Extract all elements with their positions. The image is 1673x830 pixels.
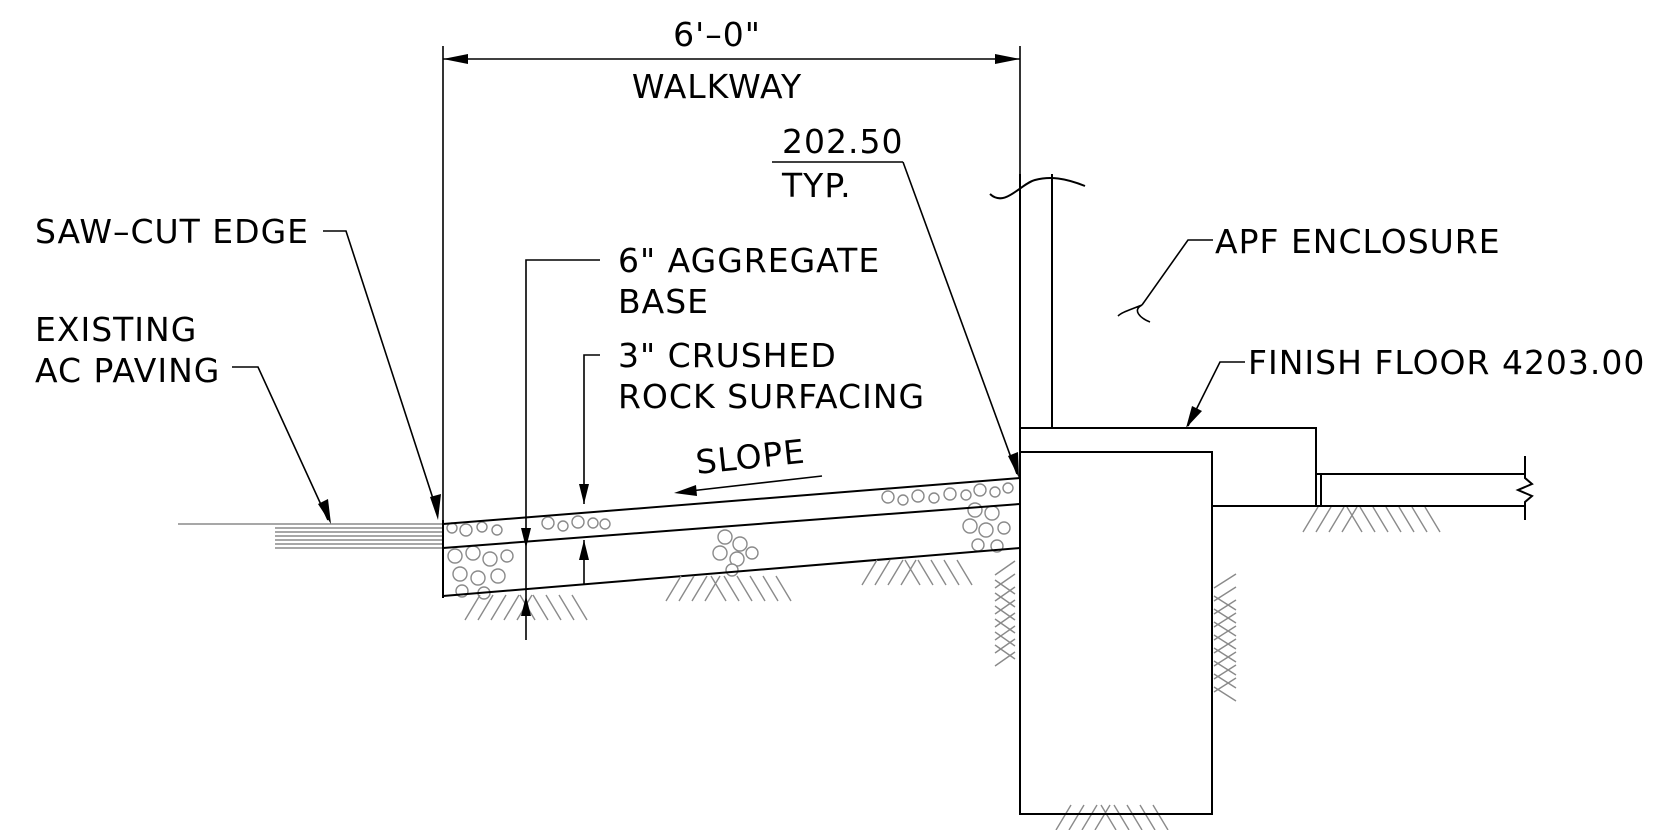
walkway-section: [442, 477, 1021, 600]
existing-ac-paving: [178, 523, 443, 549]
slab-break-symbol: [1515, 456, 1534, 520]
floor-slab-outline: [1019, 174, 1317, 507]
base-subgrade-interface: [442, 547, 1021, 597]
enclosure-foundation: [989, 174, 1534, 815]
crushed-label-line2: ROCK SURFACING: [618, 377, 925, 416]
finish-floor-label: FINISH FLOOR 4203.00: [1248, 343, 1645, 382]
foundation-footing: [1019, 451, 1213, 815]
wall-break-symbol: [989, 177, 1086, 200]
dimension-arrow-right: [995, 54, 1020, 64]
crushed-rock-layer: [446, 482, 1014, 537]
dimension-arrow-left: [443, 54, 468, 64]
dimension-width-text: 6'–0": [673, 15, 761, 54]
leader-lines: [232, 161, 1245, 640]
aggregate-label-line1: 6" AGGREGATE: [618, 241, 880, 280]
existing-label-line1: EXISTING: [35, 310, 197, 349]
elevation-note-text: TYP.: [781, 166, 852, 205]
apf-enclosure-label: APF ENCLOSURE: [1215, 222, 1501, 261]
crushed-label-line1: 3" CRUSHED: [618, 336, 837, 375]
labels: 202.50 TYP. SAW–CUT EDGE EXISTING AC PAV…: [35, 122, 1645, 482]
rock-base-interface: [442, 503, 1021, 549]
saw-cut-edge-label: SAW–CUT EDGE: [35, 212, 309, 251]
existing-label-line2: AC PAVING: [35, 351, 220, 390]
slope-label: SLOPE: [694, 432, 807, 482]
aggregate-base-layer: [447, 502, 1011, 600]
width-dimension: 6'–0" WALKWAY: [442, 15, 1021, 520]
elevation-value-text: 202.50: [782, 122, 903, 161]
walkway-label: WALKWAY: [632, 67, 802, 106]
aggregate-label-line2: BASE: [618, 282, 709, 321]
walkway-top-surface: [442, 477, 1021, 525]
earth-hatching: [464, 506, 1441, 830]
